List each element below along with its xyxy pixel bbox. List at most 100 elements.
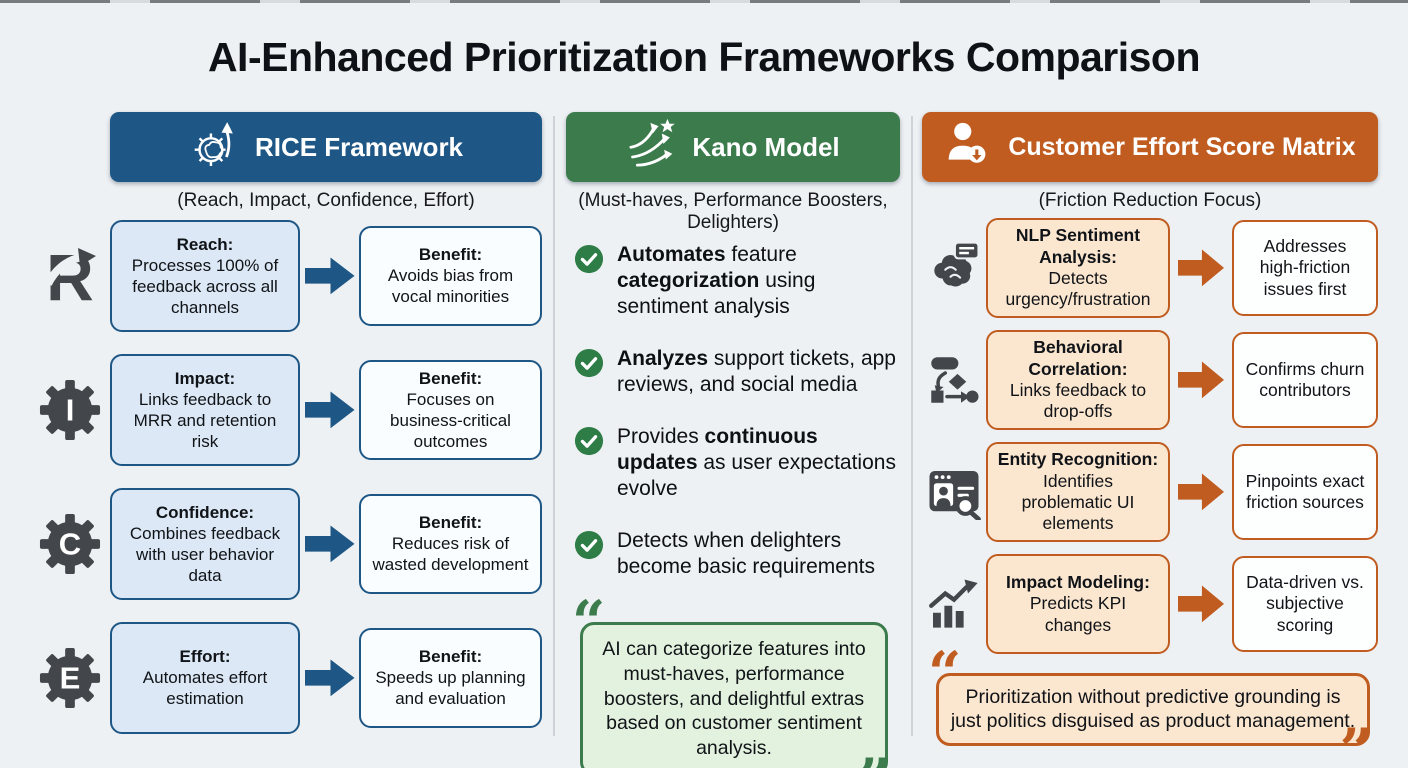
benefit-text: Avoids bias from vocal minorities bbox=[387, 266, 514, 307]
ces-factor-box: Entity Recognition: Identifies problemat… bbox=[986, 441, 1170, 542]
factor-text: Links feedback to drop-offs bbox=[1009, 379, 1147, 422]
rice-row-confidence: C Confidence: Combines feedback with use… bbox=[30, 487, 542, 600]
right-arrow-icon bbox=[1178, 585, 1224, 623]
brain-chat-icon bbox=[922, 240, 986, 296]
rice-factor-box: Effort: Automates effort estimation bbox=[110, 621, 300, 734]
factor-text: Combines feedback with user behavior dat… bbox=[129, 523, 281, 585]
ces-header: Customer Effort Score Matrix bbox=[922, 112, 1378, 182]
factor-label: Behavioral Correlation: bbox=[1028, 337, 1128, 379]
kano-bullet: Provides continuous updates as user expe… bbox=[574, 424, 900, 502]
rice-benefit-box: Benefit: Speeds up planning and evaluati… bbox=[359, 627, 542, 728]
check-circle-icon bbox=[574, 348, 604, 385]
rice-factor-box: Confidence: Combines feedback with user … bbox=[110, 487, 300, 600]
factor-text: Automates effort estimation bbox=[142, 668, 268, 709]
benefit-text: Data-driven vs. subjective scoring bbox=[1246, 571, 1364, 635]
factor-text: Identifies problematic UI elements bbox=[1021, 470, 1135, 534]
rice-benefit-box: Benefit: Focuses on business-critical ou… bbox=[359, 359, 542, 460]
ces-row-entity: Entity Recognition: Identifies problemat… bbox=[922, 441, 1378, 542]
ces-factor-box: Behavioral Correlation: Links feedback t… bbox=[986, 329, 1170, 430]
rice-factor-box: Reach: Processes 100% of feedback across… bbox=[110, 219, 300, 332]
check-circle-icon bbox=[574, 244, 604, 281]
benefit-label: Benefit: bbox=[418, 245, 483, 265]
svg-text:I: I bbox=[66, 393, 75, 428]
top-edge-decoration bbox=[0, 0, 1408, 3]
ces-row-nlp: NLP Sentiment Analysis: Detects urgency/… bbox=[922, 217, 1378, 318]
arrow-cell bbox=[300, 253, 359, 299]
ces-factor-box: Impact Modeling: Predicts KPI changes bbox=[986, 553, 1170, 654]
rice-row-impact: I Impact: Links feedback to MRR and rete… bbox=[30, 353, 542, 466]
ces-benefit-box: Data-driven vs. subjective scoring bbox=[1232, 555, 1378, 652]
bullet-text: Provides continuous updates as user expe… bbox=[617, 424, 896, 500]
check-circle-icon bbox=[574, 426, 604, 463]
browser-search-user-icon bbox=[922, 464, 986, 520]
factor-label: Entity Recognition: bbox=[997, 449, 1159, 470]
rice-factor-box: Impact: Links feedback to MRR and retent… bbox=[110, 353, 300, 466]
open-quote-icon: “ bbox=[572, 588, 606, 656]
rice-header-title: RICE Framework bbox=[254, 131, 464, 162]
right-arrow-icon bbox=[304, 391, 355, 429]
rice-row-effort: E Effort: Automates effort estimation Be… bbox=[30, 621, 542, 734]
flowchart-icon bbox=[922, 352, 986, 408]
right-arrow-icon bbox=[304, 525, 355, 563]
arrow-cell bbox=[1170, 245, 1232, 291]
page-title: AI-Enhanced Prioritization Frameworks Co… bbox=[207, 34, 1201, 80]
check-circle-icon bbox=[574, 530, 604, 567]
benefit-label: Benefit: bbox=[418, 647, 483, 667]
benefit-label: Benefit: bbox=[418, 513, 483, 533]
rice-row-reach: R Reach: Processes 100% of feedback acro… bbox=[30, 219, 542, 332]
kano-quote-box: “ AI can categorize features into must-h… bbox=[572, 593, 891, 768]
factor-label: Confidence: bbox=[155, 502, 255, 522]
ces-rows: NLP Sentiment Analysis: Detects urgency/… bbox=[922, 217, 1378, 654]
ces-row-impact: Impact Modeling: Predicts KPI changes Da… bbox=[922, 553, 1378, 654]
ces-benefit-box: Addresses high-friction issues first bbox=[1232, 219, 1378, 316]
rice-benefit-box: Benefit: Reduces risk of wasted developm… bbox=[359, 493, 542, 594]
bullet-text: Analyzes support tickets, app reviews, a… bbox=[617, 346, 896, 396]
benefit-text: Addresses high-friction issues first bbox=[1259, 235, 1351, 299]
ces-header-title: Customer Effort Score Matrix bbox=[1008, 132, 1356, 161]
kano-bullet: Detects when delighters become basic req… bbox=[574, 528, 900, 580]
benefit-text: Reduces risk of wasted development bbox=[372, 534, 529, 575]
svg-text:C: C bbox=[59, 527, 81, 562]
gear-confidence-icon: C bbox=[30, 513, 110, 575]
right-arrow-icon bbox=[304, 659, 355, 697]
arrow-cell bbox=[1170, 469, 1232, 515]
factor-text: Processes 100% of feedback across all ch… bbox=[131, 255, 279, 317]
bullet-text: Detects when delighters become basic req… bbox=[617, 528, 875, 578]
factor-label: NLP Sentiment Analysis: bbox=[1015, 225, 1141, 267]
gear-impact-icon: I bbox=[30, 379, 110, 441]
column-divider-left bbox=[553, 116, 555, 736]
right-arrow-icon bbox=[304, 257, 355, 295]
arrow-cell bbox=[300, 387, 359, 433]
growth-chart-icon bbox=[922, 576, 986, 632]
rice-header: RICE Framework bbox=[110, 112, 542, 182]
ces-quote-text: Prioritization without predictive ground… bbox=[950, 685, 1356, 733]
ces-benefit-box: Pinpoints exact friction sources bbox=[1232, 443, 1378, 540]
close-quote-icon: ” bbox=[1339, 715, 1373, 768]
factor-label: Impact: bbox=[174, 368, 236, 388]
close-quote-icon: ” bbox=[858, 751, 891, 768]
rice-benefit-box: Benefit: Avoids bias from vocal minoriti… bbox=[359, 225, 542, 326]
column-divider-right bbox=[911, 116, 913, 736]
factor-label: Effort: bbox=[179, 647, 231, 667]
kano-subtitle: (Must-haves, Performance Boosters, Delig… bbox=[578, 190, 888, 233]
ces-row-behavioral: Behavioral Correlation: Links feedback t… bbox=[922, 329, 1378, 430]
benefit-text: Focuses on business-critical outcomes bbox=[390, 389, 511, 451]
arrow-cell bbox=[1170, 581, 1232, 627]
arrow-cell bbox=[1170, 357, 1232, 403]
factor-label: Impact Modeling: bbox=[1006, 571, 1150, 592]
ces-subtitle: (Friction Reduction Focus) bbox=[1038, 190, 1262, 211]
factor-label: Reach: bbox=[176, 234, 234, 254]
ces-column: Customer Effort Score Matrix (Friction R… bbox=[922, 112, 1378, 768]
factor-text: Detects urgency/frustration bbox=[1005, 267, 1151, 310]
benefit-text: Speeds up planning and evaluation bbox=[375, 668, 526, 709]
kano-column: Kano Model (Must-haves, Performance Boos… bbox=[566, 112, 900, 768]
bullet-text: Automates feature categorization using s… bbox=[617, 242, 816, 318]
benefit-text: Confirms churn contributors bbox=[1245, 358, 1365, 400]
open-quote-icon: “ bbox=[928, 638, 962, 707]
ces-benefit-box: Confirms churn contributors bbox=[1232, 331, 1378, 428]
kano-quote-text: AI can categorize features into must-hav… bbox=[602, 638, 866, 759]
rice-rows: R Reach: Processes 100% of feedback acro… bbox=[30, 219, 542, 734]
rice-subtitle: (Reach, Impact, Confidence, Effort) bbox=[177, 190, 475, 211]
arrow-cell bbox=[300, 521, 359, 567]
right-arrow-icon bbox=[1178, 361, 1224, 399]
